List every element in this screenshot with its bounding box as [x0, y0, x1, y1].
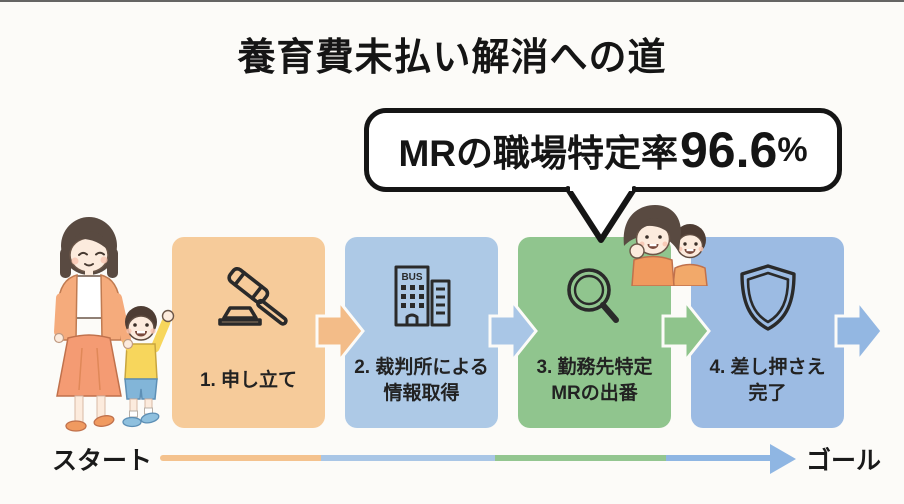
step-label-3: 3. 勤務先特定 MRの出番 [518, 350, 671, 412]
step-label-line: 完了 [748, 383, 787, 404]
court-building-icon: BUS [345, 249, 498, 349]
timeline-goal-label: ゴール [806, 447, 882, 475]
step-label-line: 2. 裁判所による [354, 356, 489, 378]
building-sign-text: BUS [401, 272, 422, 283]
step-label-line: MRの出番 [551, 383, 638, 404]
step-label-4: 4. 差し押さえ 完了 [691, 350, 844, 412]
step-label-1: 1. 申し立て [172, 350, 325, 412]
step-label-line: 1. 申し立て [199, 369, 298, 391]
bubble-value: 96.6 [679, 122, 778, 178]
timeline-segment-green [495, 455, 666, 461]
mother-child-small-illustration [623, 205, 708, 286]
speech-bubble-tail [565, 185, 637, 243]
page-title: 養育費未払い解消への道 [237, 37, 667, 79]
gavel-icon [172, 249, 325, 349]
step-label-line: 情報取得 [383, 383, 460, 404]
step-label-2: 2. 裁判所による 情報取得 [345, 350, 498, 412]
timeline-segment-orange [160, 455, 321, 461]
timeline-segment-lightblue [321, 455, 495, 461]
top-border-line [0, 0, 904, 2]
step-arrow-2 [488, 296, 538, 366]
step-label-line: 3. 勤務先特定 [536, 356, 653, 378]
step-arrow-3 [661, 296, 711, 366]
step-arrow-1 [315, 296, 365, 366]
step-box-1: 1. 申し立て [172, 237, 325, 428]
step-arrow-4 [834, 296, 884, 366]
magnifier-icon [518, 249, 671, 349]
timeline-segment-blue [666, 455, 770, 461]
step-label-line: 4. 差し押さえ [709, 356, 826, 378]
bubble-label: MRの職場特定率 [398, 133, 678, 174]
bubble-unit: % [777, 130, 808, 169]
shield-icon [691, 249, 844, 349]
step-box-4: 4. 差し押さえ 完了 [691, 237, 844, 428]
step-box-2: BUS 2. 裁判所による 情報取得 [345, 237, 498, 428]
timeline-arrowhead [770, 444, 796, 474]
timeline-start-label: スタート [52, 447, 153, 475]
mother-child-illustration [53, 217, 175, 432]
